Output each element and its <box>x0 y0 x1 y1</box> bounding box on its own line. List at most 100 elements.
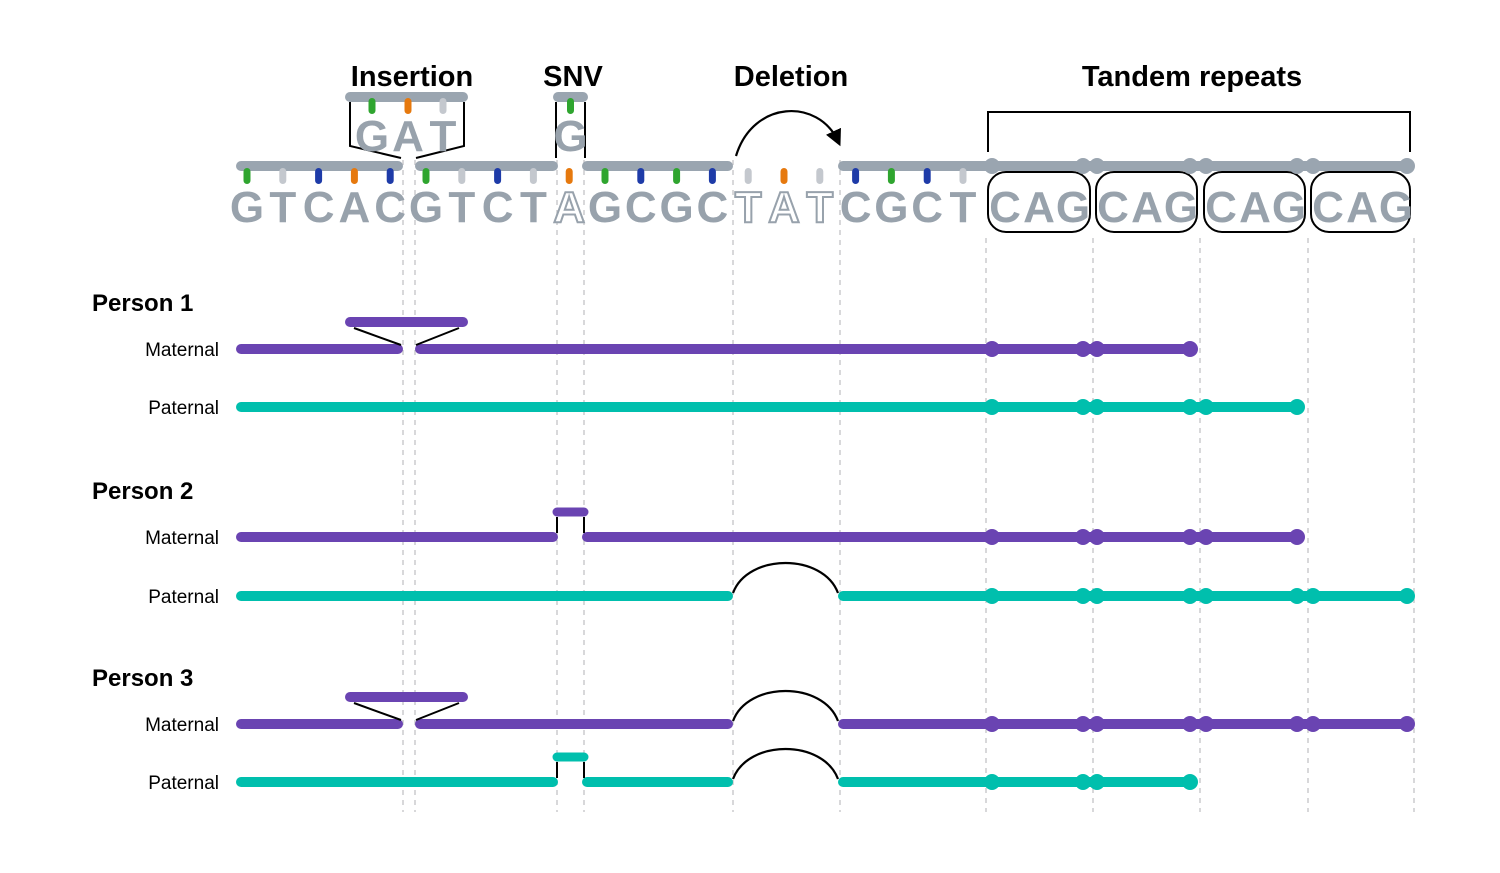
insertion-connector <box>415 702 460 721</box>
repeat-boundary-dot <box>1289 399 1305 415</box>
repeat-boundary-dot <box>1399 716 1415 732</box>
base-letter: C <box>303 183 335 232</box>
base-letter: T <box>950 183 977 232</box>
base-tick <box>494 168 502 184</box>
haplotype-tracks <box>236 317 1415 790</box>
snv-label: SNV <box>543 61 603 93</box>
inserted-base-tick <box>368 98 376 114</box>
person-labels: Person 1 Maternal Paternal Person 2 Mate… <box>92 290 219 794</box>
base-letter: A <box>339 183 371 232</box>
base-tick <box>852 168 860 184</box>
haplotype-line-maternal <box>236 507 1305 545</box>
tandem-repeat-box <box>1310 171 1411 233</box>
base-letter: G <box>659 183 693 232</box>
variant-labels: Insertion SNV Deletion Tandem repeats <box>351 61 1302 93</box>
inserted-base-letter: T <box>430 112 457 161</box>
repeat-boundary-dot <box>1182 716 1198 732</box>
base-tick <box>923 168 931 184</box>
repeat-boundary-dot <box>984 158 1000 174</box>
repeat-boundary-dot <box>1198 716 1214 732</box>
repeat-boundary-dot <box>1198 158 1214 174</box>
base-letter: C <box>625 183 657 232</box>
person-3-paternal-label: Paternal <box>148 773 219 794</box>
repeat-boundary-dot <box>1075 158 1091 174</box>
repeat-unit-letter: G <box>1379 183 1413 232</box>
repeat-boundary-dot <box>1182 399 1198 415</box>
repeat-boundary-dot <box>1198 588 1214 604</box>
repeat-boundary-dot <box>1075 716 1091 732</box>
haplotype-line-paternal <box>236 399 1305 415</box>
repeat-boundary-dot <box>1089 774 1105 790</box>
repeat-boundary-dot <box>1399 158 1415 174</box>
deletion-annotation <box>734 110 841 157</box>
insertion-connector <box>415 102 465 159</box>
deletion-arc <box>731 748 840 780</box>
repeat-unit-letter: G <box>1272 183 1306 232</box>
person-3-maternal-label: Maternal <box>145 715 219 736</box>
repeat-boundary-dot <box>1305 588 1321 604</box>
deletion-label: Deletion <box>734 61 848 93</box>
repeat-unit-letter: C <box>1312 183 1344 232</box>
base-tick <box>529 168 537 184</box>
base-letter: A <box>768 183 800 232</box>
repeat-boundary-dot <box>1089 341 1105 357</box>
base-tick <box>279 168 287 184</box>
base-letter: T <box>448 183 475 232</box>
base-letter: C <box>840 183 872 232</box>
base-tick <box>887 168 895 184</box>
tandem-repeat-box <box>1095 171 1198 233</box>
repeat-boundary-dot <box>1182 529 1198 545</box>
person-3-name: Person 3 <box>92 665 193 692</box>
person-2-name: Person 2 <box>92 478 193 505</box>
repeat-boundary-dot <box>1182 341 1198 357</box>
base-letter: T <box>520 183 547 232</box>
repeat-boundary-dot <box>1182 588 1198 604</box>
haplotype-line-paternal <box>236 748 1198 790</box>
base-tick <box>708 168 716 184</box>
insertion-label: Insertion <box>351 61 473 93</box>
repeat-boundary-dot <box>1305 716 1321 732</box>
repeat-boundary-dot <box>984 716 1000 732</box>
repeat-unit-letter: C <box>1205 183 1237 232</box>
insertion-connector <box>353 327 402 346</box>
base-tick <box>673 168 681 184</box>
base-tick <box>959 168 967 184</box>
repeat-boundary-dot <box>1089 158 1105 174</box>
base-tick <box>744 168 752 184</box>
repeat-boundary-dot <box>1089 716 1105 732</box>
repeat-boundary-dot <box>1075 588 1091 604</box>
inserted-base-letter: G <box>355 112 389 161</box>
repeat-boundary-dot <box>1075 341 1091 357</box>
haplotype-line-maternal <box>236 317 1198 357</box>
deletion-arc <box>734 110 841 157</box>
repeat-boundary-dot <box>1289 529 1305 545</box>
base-letter: C <box>482 183 514 232</box>
tandem-repeat-box <box>987 171 1091 233</box>
haplotype-line-paternal <box>236 562 1415 604</box>
person-2-maternal-label: Maternal <box>145 528 219 549</box>
repeat-boundary-dot <box>984 774 1000 790</box>
repeat-boundary-dot <box>1089 399 1105 415</box>
repeat-boundary-dot <box>1289 158 1305 174</box>
person-track <box>236 690 1415 790</box>
tandem-repeats-label: Tandem repeats <box>1082 61 1302 93</box>
base-tick <box>422 168 430 184</box>
repeat-boundary-dot <box>1198 529 1214 545</box>
repeat-unit-letter: A <box>1023 183 1055 232</box>
person-1-paternal-label: Paternal <box>148 398 219 419</box>
repeat-boundary-dot <box>1289 716 1305 732</box>
repeat-unit-letter: G <box>1056 183 1090 232</box>
base-tick <box>816 168 824 184</box>
snv-bump <box>552 752 589 778</box>
deletion-arc <box>731 690 840 722</box>
base-letter: C <box>911 183 943 232</box>
insertion-bump <box>345 692 468 721</box>
repeat-boundary-dot <box>1198 399 1214 415</box>
repeat-unit-letter: C <box>989 183 1021 232</box>
repeat-boundary-dot <box>1182 774 1198 790</box>
base-tick <box>243 168 251 184</box>
base-tick <box>637 168 645 184</box>
